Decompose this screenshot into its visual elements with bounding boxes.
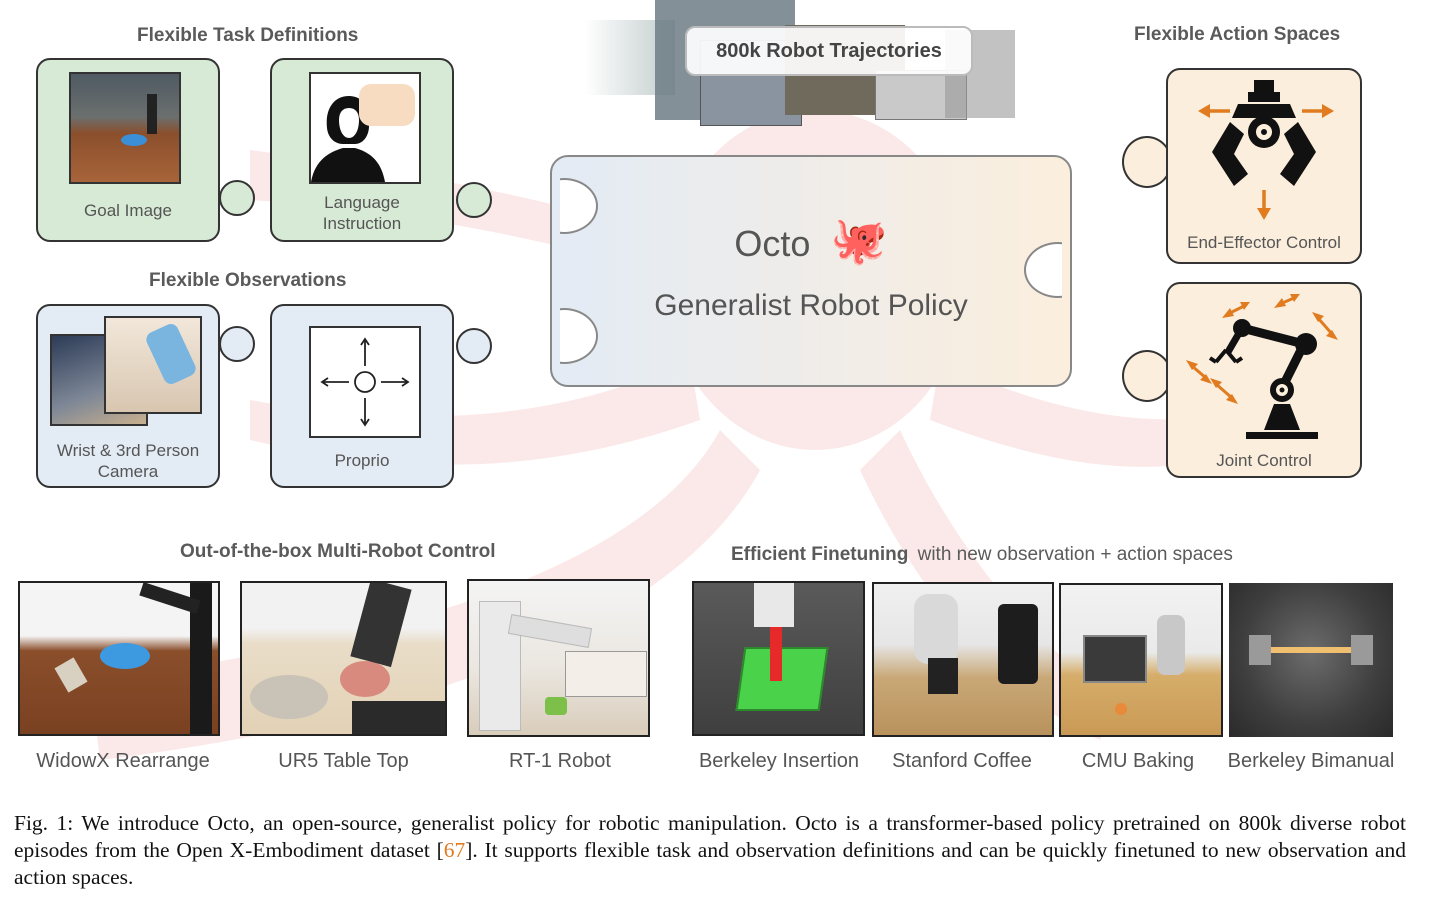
ur5-table-top-photo (240, 581, 447, 736)
joint-control-tile: Joint Control (1166, 282, 1362, 478)
gripper-icon (1198, 80, 1334, 220)
citation-link[interactable]: 67 (443, 838, 466, 862)
trajectories-label-box: 800k Robot Trajectories (685, 26, 973, 76)
goal-image-tile: Goal Image (36, 58, 220, 242)
stanford-coffee-photo (872, 582, 1054, 737)
berkeley-insertion-photo (692, 581, 865, 736)
octo-policy-block: Octo 🐙 Generalist Robot Policy (550, 155, 1072, 387)
wrist-camera-image (104, 316, 202, 414)
goal-image-label: Goal Image (84, 201, 172, 220)
wrist-camera-label: Wrist & 3rd Person Camera (56, 441, 200, 481)
caption-stanford-coffee: Stanford Coffee (892, 750, 1032, 772)
multi-robot-heading: Out-of-the-box Multi-Robot Control (180, 541, 496, 562)
goal-image (69, 72, 181, 184)
cmu-baking-photo (1059, 583, 1223, 737)
observations-heading: Flexible Observations (149, 270, 347, 291)
robot-arm-icon (1186, 294, 1338, 439)
caption-widowx: WidowX Rearrange (36, 750, 210, 772)
caption-rt1: RT-1 Robot (509, 750, 611, 772)
puzzle-knob (219, 326, 255, 362)
puzzle-knob (1122, 136, 1172, 188)
puzzle-knob (219, 180, 255, 216)
language-person-icon (309, 72, 421, 184)
puzzle-knob (1122, 350, 1172, 402)
finetune-heading: Efficient Finetuning with new observatio… (731, 544, 1233, 566)
language-instruction-tile: Language Instruction (270, 58, 454, 242)
caption-berkeley-insertion: Berkeley Insertion (698, 750, 860, 772)
trajectories-label: 800k Robot Trajectories (716, 40, 942, 62)
octo-title: Octo (734, 223, 811, 264)
berkeley-bimanual-photo (1229, 583, 1393, 737)
language-instruction-label: Language Instruction (322, 193, 402, 233)
puzzle-knob (456, 182, 492, 218)
caption-text-suffix: ]. It supports flexible task and observa… (14, 838, 1406, 889)
proprio-label: Proprio (334, 451, 390, 470)
joint-control-label: Joint Control (1216, 451, 1312, 470)
end-effector-label: End-Effector Control (1187, 233, 1341, 252)
widowx-rearrange-photo (18, 581, 220, 736)
caption-cmu-baking: CMU Baking (1081, 750, 1195, 772)
proprio-tile: Proprio (270, 304, 454, 488)
task-defs-heading: Flexible Task Definitions (137, 25, 359, 46)
octopus-icon: 🐙 (830, 214, 888, 266)
figure-caption: Fig. 1: We introduce Octo, an open-sourc… (14, 810, 1406, 891)
wrist-camera-tile: Wrist & 3rd Person Camera (36, 304, 220, 488)
proprio-icon (309, 326, 421, 438)
finetune-heading-bold: Efficient Finetuning (731, 544, 909, 565)
caption-ur5: UR5 Table Top (278, 750, 409, 772)
puzzle-knob (456, 328, 492, 364)
end-effector-tile: End-Effector Control (1166, 68, 1362, 264)
caption-berkeley-bimanual: Berkeley Bimanual (1227, 750, 1395, 772)
caption-text-prefix: Fig. 1: We introduce Octo, an open-sourc… (14, 811, 1406, 862)
finetune-heading-rest: with new observation + action spaces (917, 544, 1233, 565)
rt1-robot-photo (467, 579, 650, 737)
actions-heading: Flexible Action Spaces (1134, 24, 1341, 45)
octo-subtitle: Generalist Robot Policy (654, 289, 968, 322)
